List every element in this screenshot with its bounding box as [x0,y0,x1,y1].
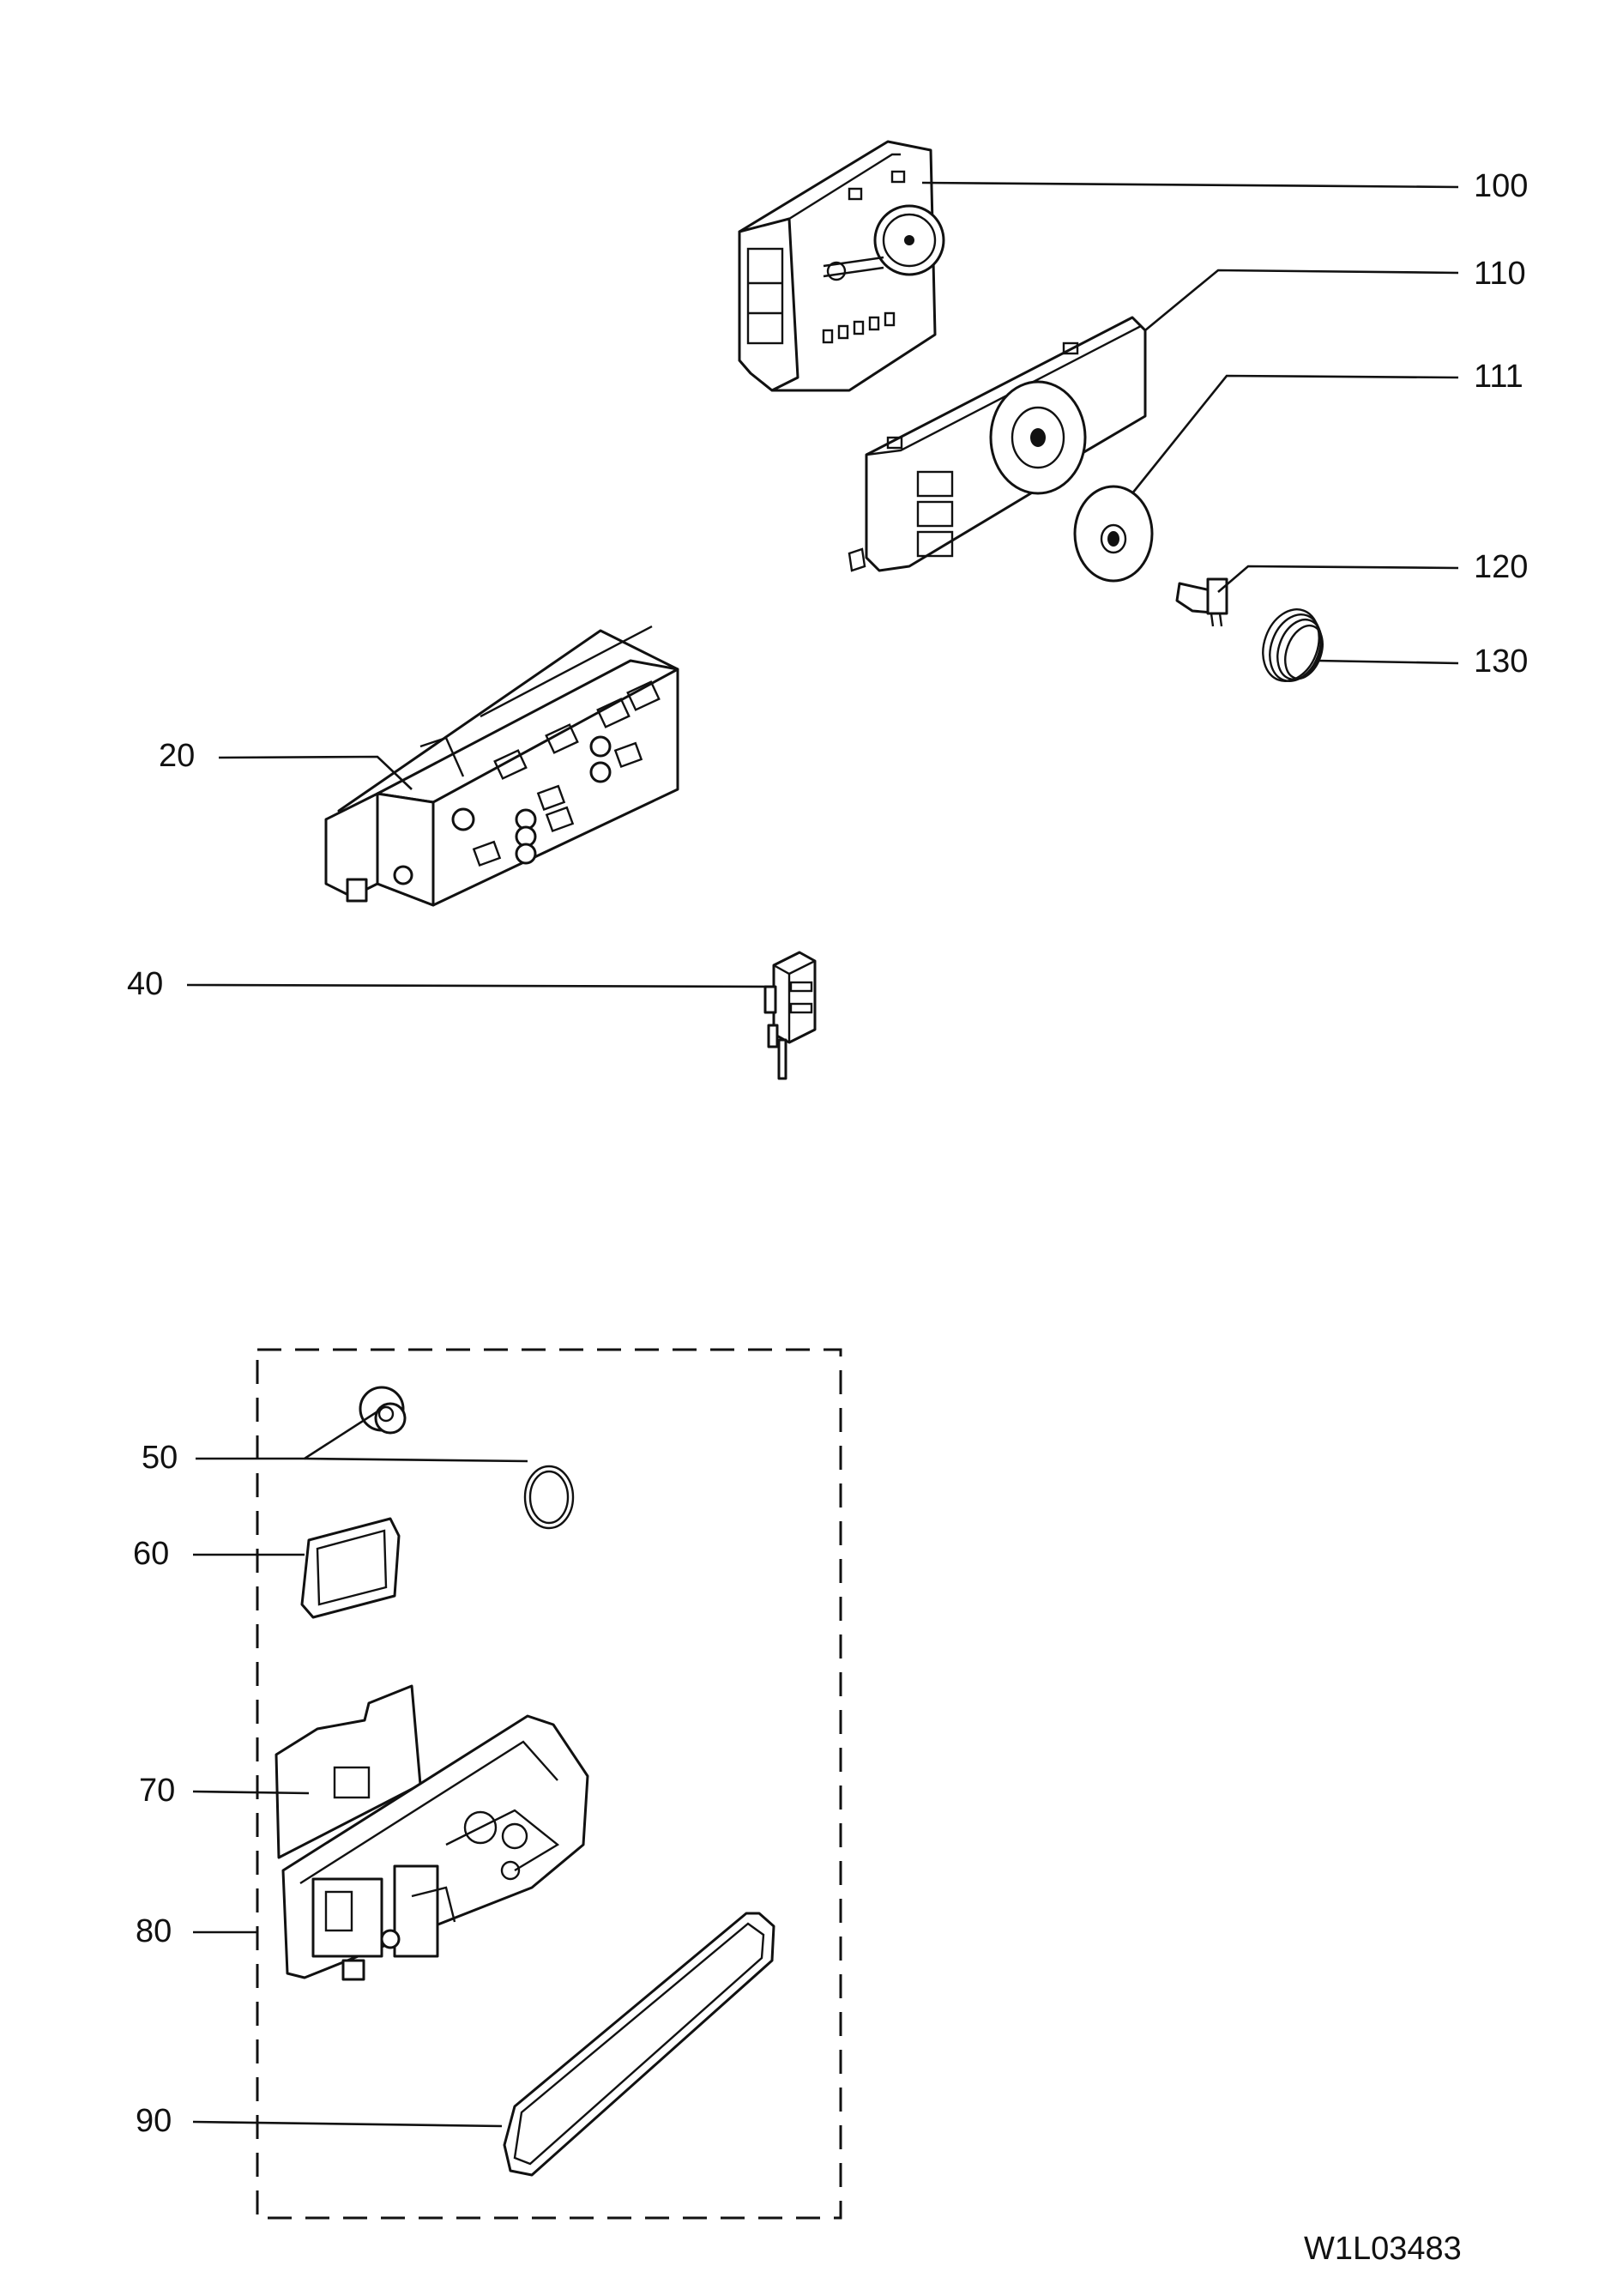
callout-60: 60 [133,1536,170,1572]
part-40-switch [763,951,817,1080]
part-20-switch-block [324,625,679,907]
callout-90: 90 [136,2103,172,2139]
part-70-80-assembly [275,1684,589,1981]
callout-111: 111 [1474,359,1523,395]
part-50-knob-ring [359,1386,575,1530]
part-120-lamp [1175,577,1228,627]
part-60-gasket [300,1517,401,1619]
callout-100: 100 [1474,168,1529,204]
part-111-knob [1073,485,1154,583]
part-100-timer [738,140,945,392]
callout-70: 70 [139,1773,176,1809]
leader-lines [186,181,1459,2128]
callout-80: 80 [136,1913,172,1949]
callout-110: 110 [1474,256,1526,292]
callout-120: 120 [1474,549,1529,585]
callout-130: 130 [1474,643,1529,680]
part-90-gasket [503,1912,775,2177]
drawing-code: W1L03483 [1304,2231,1462,2267]
callout-50: 50 [142,1440,178,1476]
part-130-coil [1262,608,1324,682]
callout-20: 20 [159,738,196,774]
part-110-panel [848,316,1147,572]
callout-40: 40 [127,966,164,1002]
kit-dashed-boundary [256,1348,842,2220]
